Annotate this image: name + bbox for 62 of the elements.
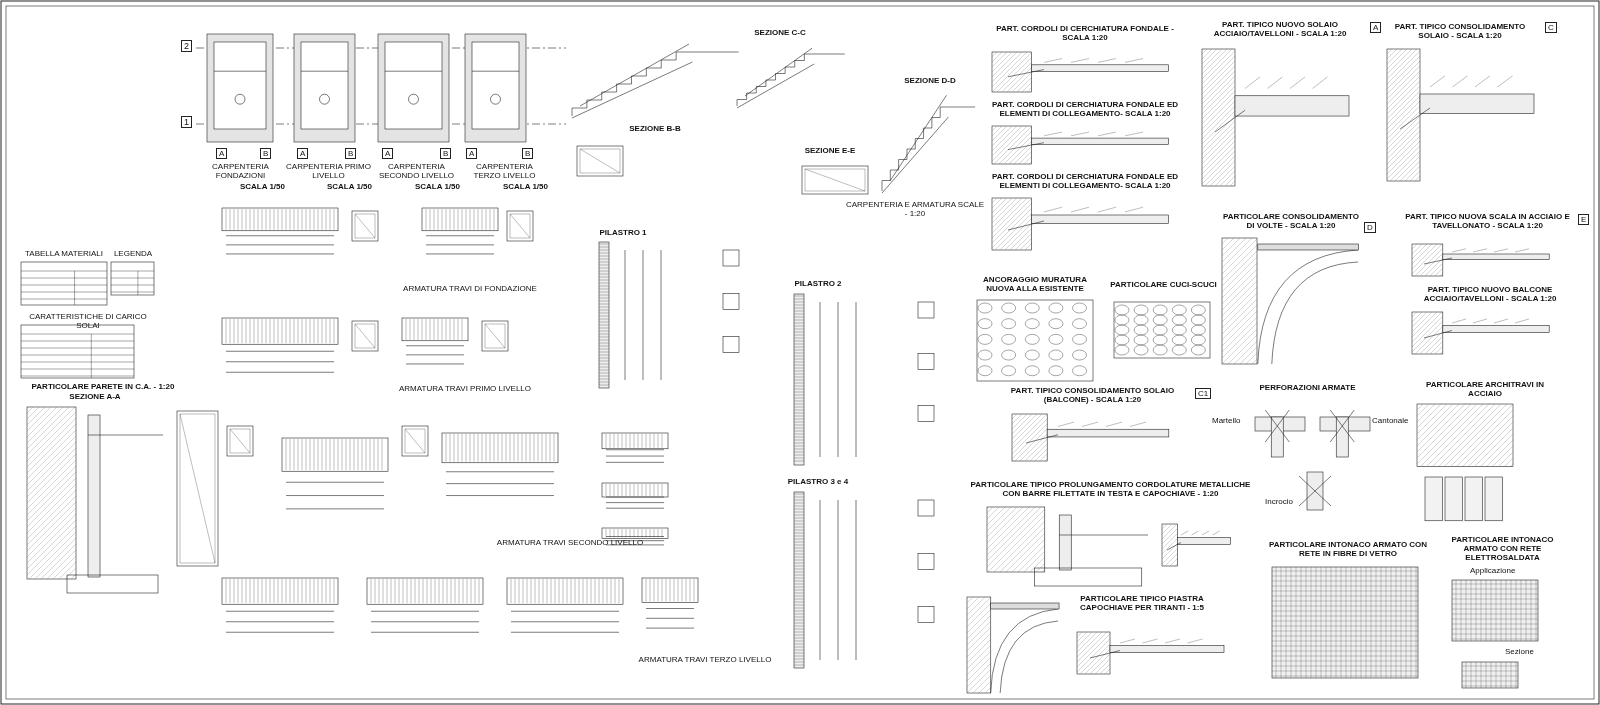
drawing-title: PERFORAZIONI ARMATE: [1258, 383, 1357, 393]
drawing-note: Sezione: [1505, 647, 1534, 657]
drawing-title: PART. TIPICO CONSOLIDAMENTO SOLAIO (BALCONE) - SCALA 1:20: [1009, 386, 1176, 405]
column-title: PILASTRO 2: [793, 279, 843, 289]
drawing-title: PARTICOLARE TIPICO PROLUNGAMENTO CORDOLATURE METALLICHE CON BARRE FILETTATE IN TESTA E CAPOCHIAVE - 1:20: [969, 480, 1252, 499]
drawing-title: PART. CORDOLI DI CERCHIATURA FONDALE - SCALA 1:20: [995, 24, 1175, 43]
legend-title: LEGENDA: [112, 249, 154, 259]
drawing-title: PART. TIPICO NUOVO BALCONE ACCIAIO/TAVELLONI - SCALA 1:20: [1422, 285, 1558, 304]
drawing-title: PARTICOLARE ARCHITRAVI IN ACCIAIO: [1424, 380, 1546, 399]
table-title: CARATTERISTICHE DI CARICO SOLAI: [28, 312, 148, 331]
column-title: PILASTRO 3 e 4: [786, 477, 850, 487]
drawing-title: PARTICOLARE INTONACO ARMATO CON RETE ELETTROSALDATA: [1450, 535, 1555, 563]
drawing-title: ARMATURA TRAVI DI FONDAZIONE: [402, 284, 538, 294]
drawing-title: PART. CORDOLI DI CERCHIATURA FONDALE ED ELEMENTI DI COLLEGAMENTO- SCALA 1:20: [990, 172, 1180, 191]
scale-note: SCALA 1/50: [501, 182, 548, 192]
axis-label: A: [466, 148, 478, 160]
drawing-title: CARPENTERIA PRIMO LIVELLO: [286, 162, 371, 181]
section-title: SEZIONE D-D: [903, 76, 957, 86]
drawing-title: PARTICOLARE TIPICO PIASTRA CAPOCHIAVE PER TIRANTI - 1:5: [1079, 594, 1205, 613]
section-title: SEZIONE E-E: [803, 146, 857, 156]
section-title: SEZIONE B-B: [628, 124, 682, 134]
detail-marker: C1: [1195, 388, 1212, 400]
axis-label: B: [260, 148, 272, 160]
axis-label: 2: [181, 40, 192, 53]
axis-label: B: [522, 148, 534, 160]
drawing-title: PART. TIPICO NUOVO SOLAIO ACCIAIO/TAVELLONI - SCALA 1:20: [1212, 20, 1348, 39]
drawing-title: PARTICOLARE INTONACO ARMATO CON RETE IN FIBRE DI VETRO: [1267, 540, 1429, 559]
axis-label: B: [345, 148, 357, 160]
drawing-title: PARTICOLARE CUCI-SCUCI: [1109, 280, 1218, 290]
drawing-title: PART. TIPICO CONSOLIDAMENTO SOLAIO - SCALA 1:20: [1393, 22, 1527, 41]
detail-marker: D: [1364, 222, 1376, 234]
drawing-title: CARPENTERIA FONDAZIONI: [211, 162, 270, 181]
detail-marker: E: [1578, 214, 1590, 226]
drawing-title: ARMATURA TRAVI SECONDO LIVELLO: [495, 538, 645, 548]
drawing-title: PART. CORDOLI DI CERCHIATURA FONDALE ED ELEMENTI DI COLLEGAMENTO- SCALA 1:20: [990, 100, 1180, 119]
drawing-note: Applicazione: [1470, 566, 1516, 576]
drawing-title: ARMATURA TRAVI TERZO LIVELLO: [637, 655, 773, 665]
drawing-title: CARPENTERIA SECONDO LIVELLO: [377, 162, 456, 181]
axis-label: 1: [181, 116, 192, 129]
section-title: SEZIONE C-C: [753, 28, 807, 38]
axis-label: A: [382, 148, 394, 160]
scale-note: SCALA 1/50: [325, 182, 372, 192]
section-title: SEZIONE A-A: [68, 392, 122, 402]
drawing-title: ANCORAGGIO MURATURA NUOVA ALLA ESISTENTE: [982, 275, 1088, 294]
axis-label: A: [297, 148, 309, 160]
axis-label: B: [440, 148, 452, 160]
table-title: TABELLA MATERIALI: [24, 249, 104, 259]
scale-note: SCALA 1/50: [413, 182, 460, 192]
axis-label: A: [216, 148, 228, 160]
drawing-title: PART. TIPICO NUOVA SCALA IN ACCIAIO E TAVELLONATO - SCALA 1:20: [1404, 212, 1571, 231]
drawing-title: PARTICOLARE PARETE IN C.A. - 1:20: [30, 382, 176, 392]
detail-marker: C: [1545, 22, 1557, 34]
drawing-title: CARPENTERIA E ARMATURA SCALE - 1:20: [845, 200, 985, 219]
drawing-title: ARMATURA TRAVI PRIMO LIVELLO: [398, 384, 532, 394]
drawing-note: Martello: [1212, 416, 1241, 426]
column-title: PILASTRO 1: [598, 228, 648, 238]
detail-marker: A: [1370, 22, 1382, 34]
drawing-note: Cantonale: [1372, 416, 1409, 426]
drawing-title: CARPENTERIA TERZO LIVELLO: [472, 162, 537, 181]
drawing-note: Incrocio: [1265, 497, 1293, 507]
drawing-title: PARTICOLARE CONSOLIDAMENTO DI VOLTE - SCALA 1:20: [1222, 212, 1360, 231]
scale-note: SCALA 1/50: [238, 182, 285, 192]
